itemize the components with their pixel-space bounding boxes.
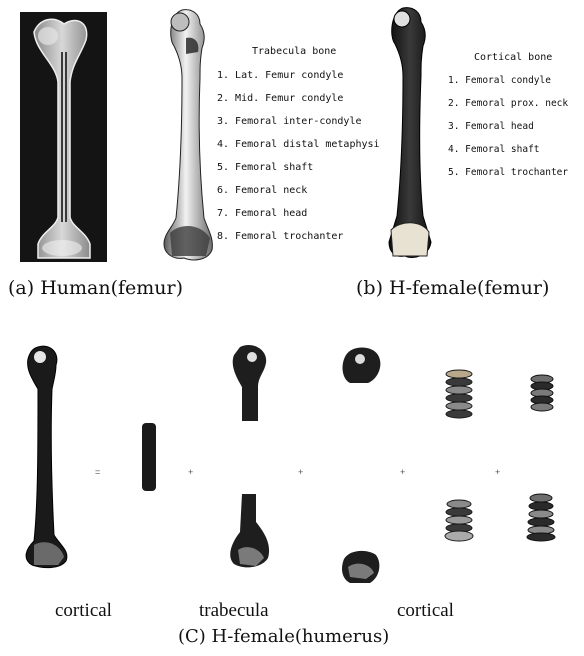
list-item: 7. Femoral head [217, 208, 380, 231]
humerus-full-bone [20, 345, 80, 570]
cortical-humerus-condyle [340, 545, 384, 589]
cortical-femur-head [394, 11, 410, 27]
femur-xray-image [20, 12, 107, 262]
cortical-femur-shape [389, 8, 431, 258]
trabecula-coil-upper-left [442, 368, 476, 424]
trabecula-proximal-highlight [247, 352, 257, 362]
trabecula-femur-bone [160, 8, 220, 263]
trabecula-coil-lower-left [442, 498, 476, 546]
trabecula-list-title: Trabecula bone [252, 46, 336, 57]
cortical-femur-condyle [391, 223, 429, 256]
plus-operator: + [188, 467, 193, 477]
panel-a-caption: (a) Human(femur) [8, 277, 183, 299]
cortical-humerus-head [340, 345, 384, 389]
cortical-list-title: Cortical bone [474, 52, 552, 63]
femur-xray-head [38, 27, 58, 45]
humerus-shaft-segment [140, 423, 160, 493]
list-item: 6. Femoral neck [217, 185, 380, 208]
humerus-full-shape [26, 346, 67, 568]
panel-c-caption: (C) H-female(humerus) [178, 626, 389, 647]
trabecula-region-list: 1. Lat. Femur condyle 2. Mid. Femur cond… [217, 70, 380, 254]
list-item: 1. Lat. Femur condyle [217, 70, 380, 93]
cortical-region-list: 1. Femoral condyle 2. Femoral prox. neck… [448, 75, 568, 190]
list-item: 2. Femoral prox. neck [448, 98, 568, 121]
shaft-segment-shape [142, 423, 156, 491]
list-item: 4. Femoral shaft [448, 144, 568, 167]
label-trabecula: trabecula [199, 600, 269, 622]
plus-operator: + [400, 467, 405, 477]
trabecula-humerus-distal [226, 492, 276, 572]
trabecula-femur-head [171, 13, 189, 31]
panel-b-caption: (b) H-female(femur) [356, 277, 549, 299]
humerus-full-highlight [34, 351, 46, 363]
trabecula-coil-upper-right [527, 373, 557, 417]
label-cortical-left: cortical [55, 600, 112, 622]
label-cortical-right: cortical [397, 600, 454, 622]
list-item: 8. Femoral trochanter [217, 231, 380, 254]
list-item: 3. Femoral inter-condyle [217, 116, 380, 139]
cortical-head-highlight [355, 354, 365, 364]
trabecula-humerus-proximal [228, 343, 278, 423]
plus-operator: + [495, 467, 500, 477]
list-item: 2. Mid. Femur condyle [217, 93, 380, 116]
femur-xray-drawing [20, 12, 107, 262]
trabecula-coil-lower-right [524, 492, 558, 544]
list-item: 5. Femoral trochanter [448, 167, 568, 190]
cortical-head-shape [343, 348, 381, 384]
list-item: 4. Femoral distal metaphysi [217, 139, 380, 162]
plus-operator: + [298, 467, 303, 477]
list-item: 1. Femoral condyle [448, 75, 568, 98]
list-item: 3. Femoral head [448, 121, 568, 144]
cortical-femur-bone [383, 6, 439, 261]
list-item: 5. Femoral shaft [217, 162, 380, 185]
femur-xray-condyle [42, 240, 82, 256]
equals-operator: = [95, 467, 100, 477]
